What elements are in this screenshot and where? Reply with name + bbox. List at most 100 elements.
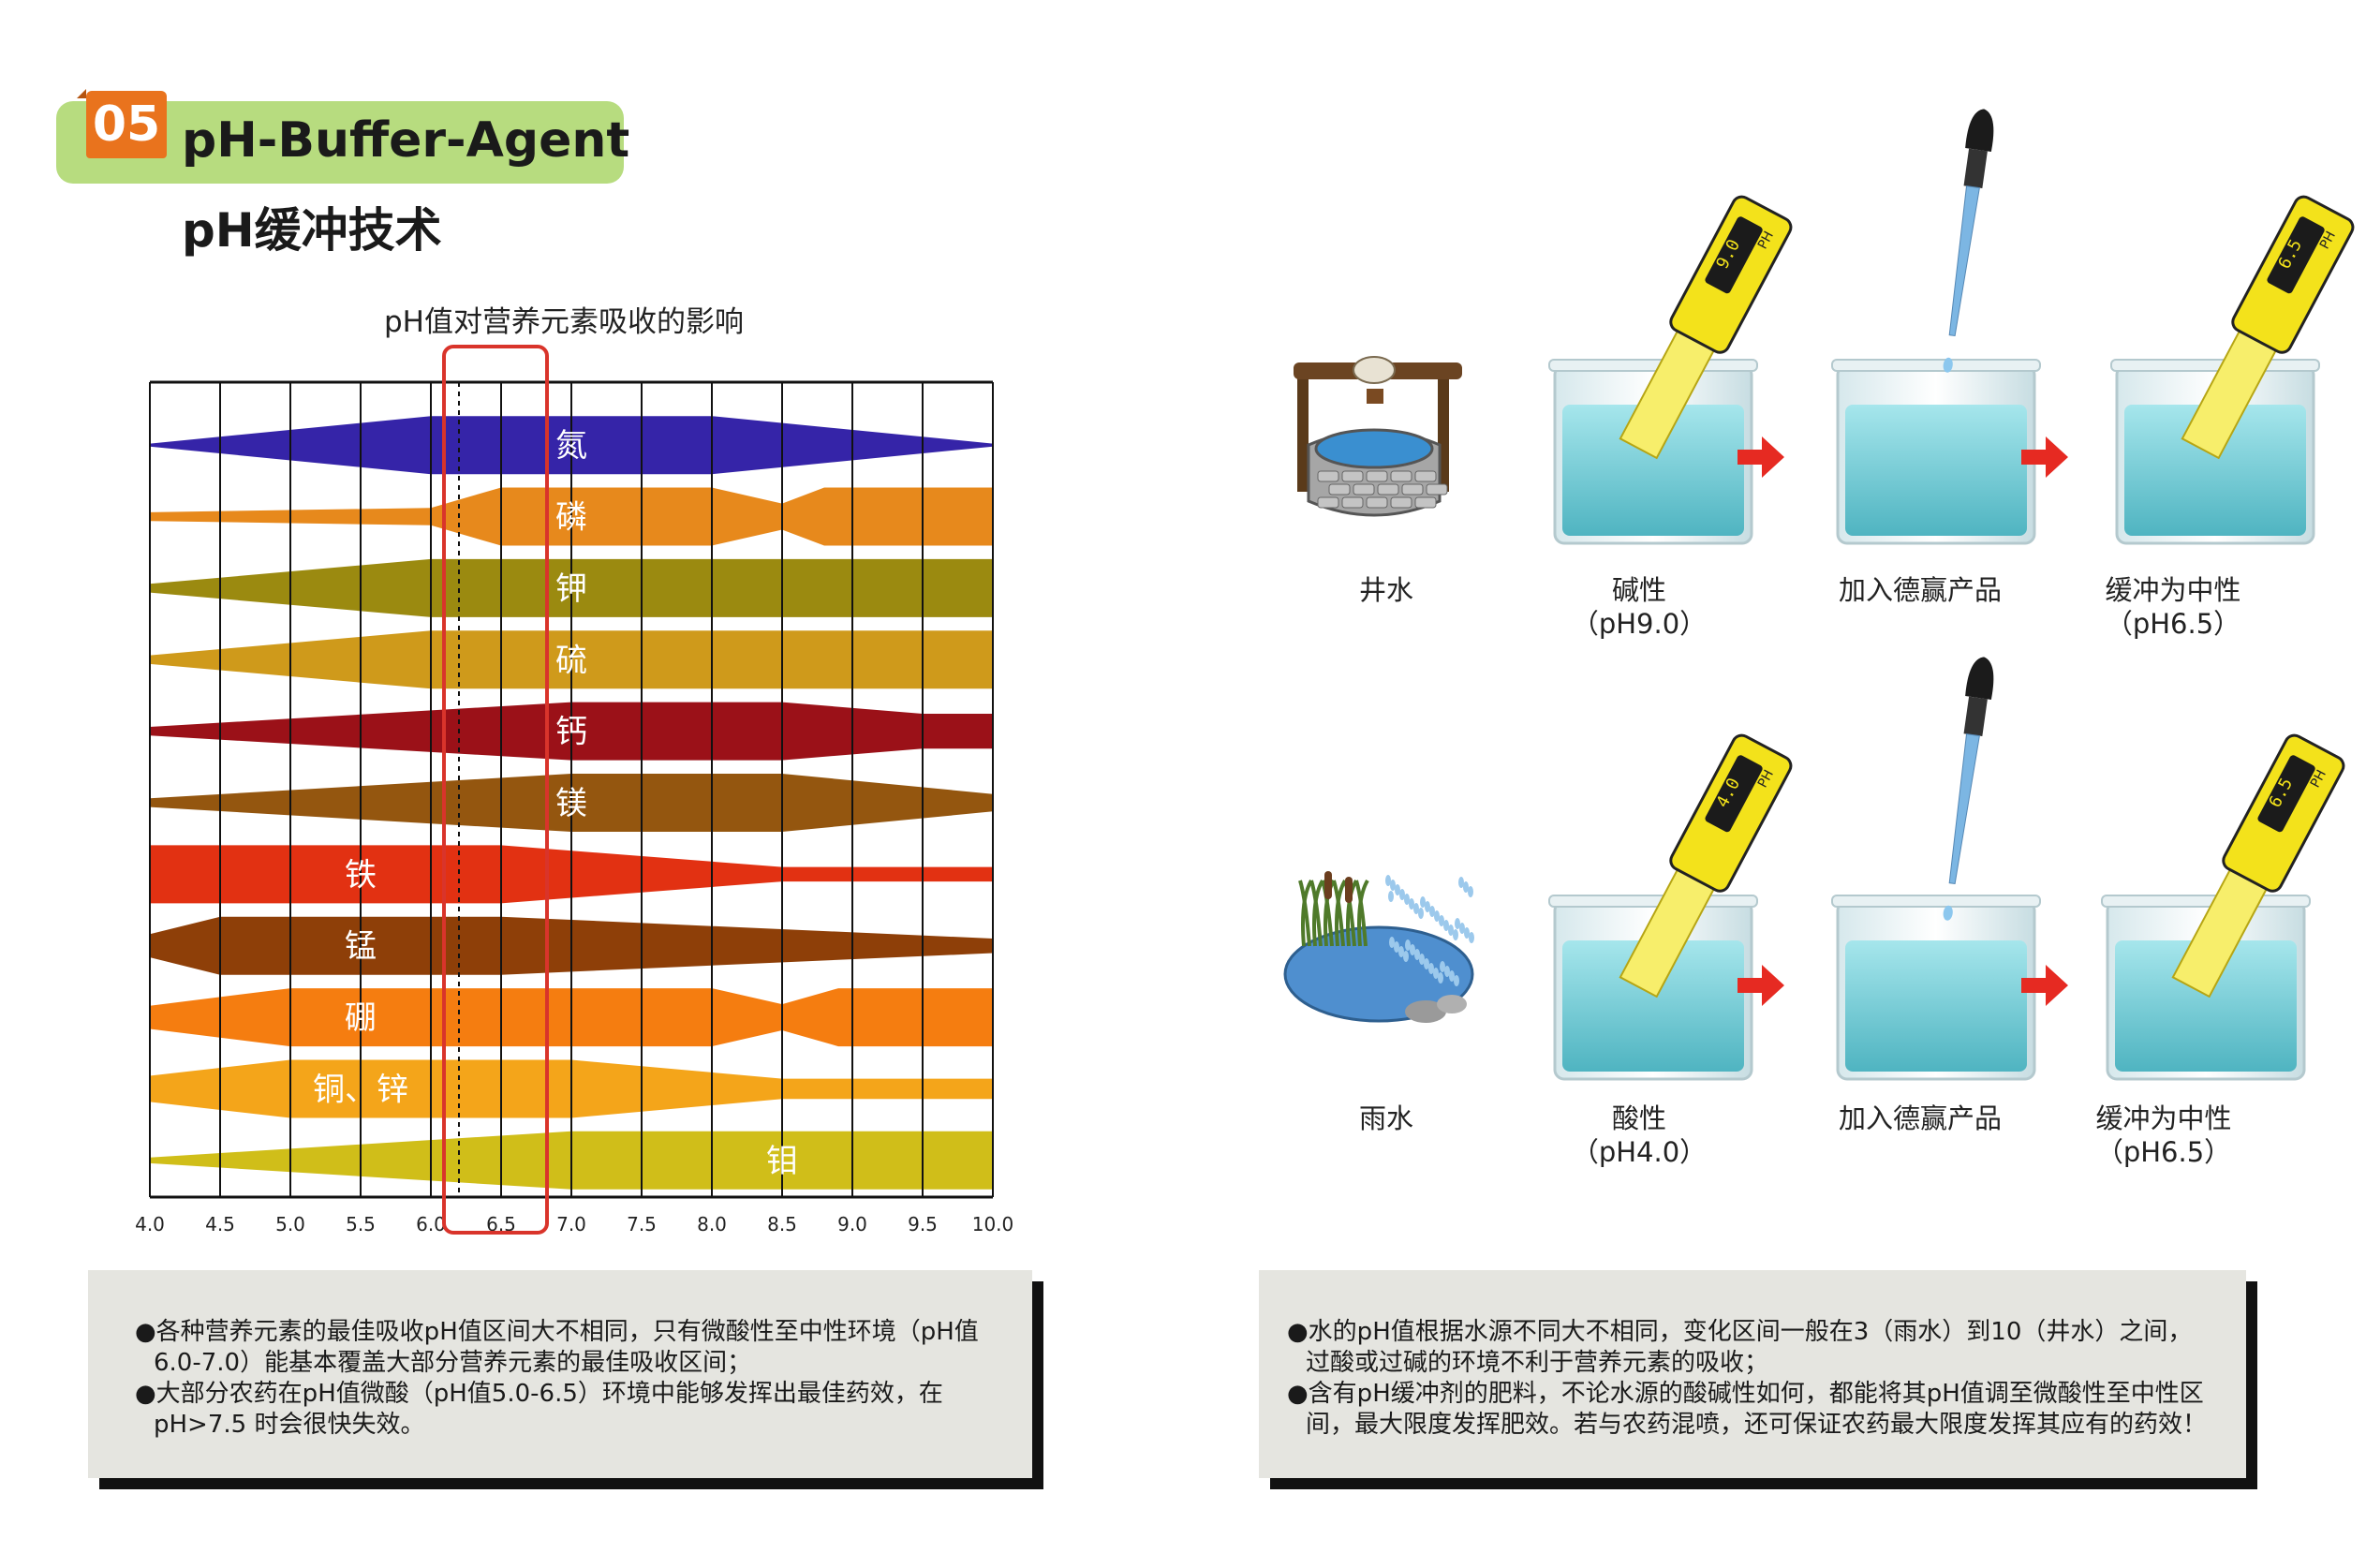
rain-drop [1414,949,1420,960]
rain-drop [1428,963,1434,974]
caption-acidic-ph: （pH4.0） [1571,1136,1708,1168]
beaker-rim [2101,895,2311,908]
rain-drop [1413,903,1419,914]
well-water [1314,428,1434,469]
caption-buffered-bottom: 缓冲为中性 [2095,1102,2232,1134]
rain-drop [1448,925,1454,936]
note-left: ●各种营养元素的最佳吸收pH值区间大不相同，只有微酸性至中性环境（pH值6.0-… [88,1270,1032,1478]
rain-drop [1468,886,1473,897]
well-icon [1294,356,1462,517]
rain-drop [1454,975,1459,986]
beaker-water [2115,940,2297,1072]
beaker-rim [2110,359,2320,372]
arrow-top-2 [2021,436,2068,478]
rain-drop [1399,889,1405,900]
caption-well-water: 井水 [1358,574,1413,606]
x-tick-label: 8.5 [767,1213,797,1235]
x-tick-label: 9.5 [908,1213,938,1235]
caption-rain-water: 雨水 [1358,1102,1413,1134]
x-tick-label: 9.0 [837,1213,867,1235]
dropper-bulb [1965,109,1994,152]
well-stone [1390,470,1412,482]
meter-screen [2267,216,2325,294]
note-right: ●水的pH值根据水源不同大不相同，变化区间一般在3（雨水）到10（井水）之间，过… [1259,1270,2246,1478]
rain-drop [1409,898,1414,910]
band-label: 氮 [555,427,587,465]
well-stone [1328,483,1351,496]
dropper-top [1943,109,1994,373]
well-stone [1341,470,1364,482]
rain-drop [1419,954,1425,965]
chart-grid [149,380,994,1199]
caption-add-product-bottom: 加入德赢产品 [1838,1102,2002,1134]
cattail [1324,871,1332,899]
beaker-add-top [1831,359,2041,545]
caption-alkaline-ph: （pH9.0） [1571,608,1708,640]
beaker-add-bottom [1831,895,2041,1081]
rain-drop [1464,927,1470,939]
rain-drop [1420,896,1426,908]
meter-unit: PH [2308,767,2329,790]
band-label: 硫 [555,642,587,679]
rain-drop [1439,915,1444,926]
rain-pond-icon [1283,871,1474,1023]
dropper-tube [1948,733,1980,885]
x-tick-label: 4.0 [135,1213,165,1235]
beaker-rim [1831,359,2041,372]
rain-drop [1444,966,1450,977]
rain-drop [1385,875,1391,886]
x-tick-label: 4.5 [205,1213,235,1235]
section-number-badge: 05 [77,89,167,158]
caption-buffered-bottom-ph: （pH6.5） [2095,1136,2232,1168]
rain-drop [1395,884,1400,895]
x-tick-label: 7.5 [627,1213,657,1235]
well-post [1297,370,1309,492]
meter-unit: PH [1755,767,1777,790]
rain-drop [1458,877,1464,888]
x-tick-label: 8.0 [697,1213,727,1235]
arrow-bottom-1 [1738,965,1784,1006]
well-stone [1377,483,1399,496]
well-stone [1366,496,1388,509]
band-label: 钙 [555,714,587,751]
rain-drop [1440,961,1445,972]
rain-drop [1434,910,1440,922]
caption-buffered-top: 缓冲为中性 [2105,574,2241,606]
dropper-collar [1963,148,1988,189]
well-stone [1414,470,1437,482]
note-right-item: ●水的pH值根据水源不同大不相同，变化区间一般在3（雨水）到10（井水）之间，过… [1287,1318,2193,1377]
page-title-cn: pH缓冲技术 [182,203,442,258]
rain-drop [1459,923,1465,934]
caption-acidic: 酸性 [1611,1102,1666,1134]
rain-drop [1424,958,1429,969]
x-tick-label: 6.0 [416,1213,446,1235]
x-tick-label: 10.0 [972,1213,1014,1235]
meter-screen [2257,755,2315,833]
x-tick-label: 7.0 [556,1213,586,1235]
dropper-tube [1948,185,1980,337]
page-title-en: pH-Buffer-Agent [182,112,630,169]
band-label: 硼 [345,999,377,1037]
beaker-water [1562,405,1744,536]
caption-buffered-top-ph: （pH6.5） [2105,608,2241,640]
rain-drop [1455,918,1460,929]
well-stone [1317,470,1339,482]
reed [1298,880,1311,947]
rain-drop [1438,972,1443,984]
rain-drop [1389,937,1395,948]
arrow-top-1 [1738,436,1784,478]
caption-add-product-top: 加入德赢产品 [1838,574,2002,606]
x-tick-label: 5.5 [346,1213,376,1235]
meter-screen [1705,755,1763,833]
dropper-bottom [1943,657,1994,921]
water-drop [1943,905,1953,921]
dropper-bulb [1965,657,1994,700]
rain-drop [1388,891,1394,902]
water-drop [1943,357,1953,373]
meter-unit: PH [2317,229,2339,251]
rain-drop [1453,929,1458,940]
